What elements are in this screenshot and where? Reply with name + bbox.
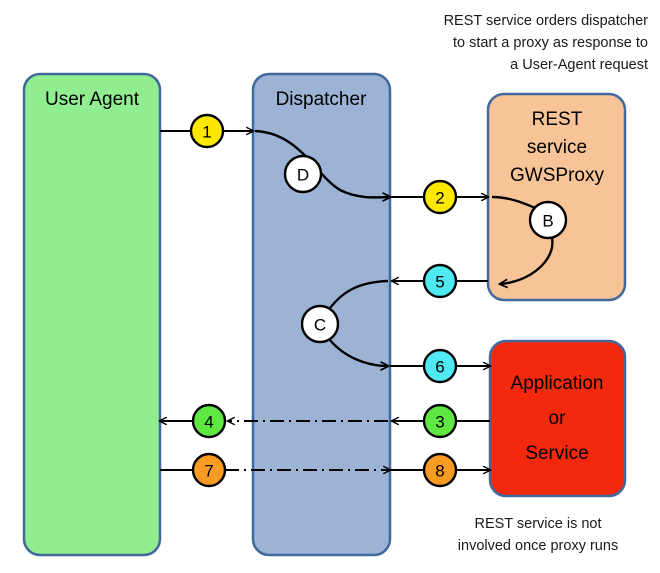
node-2-label: 2 [435,189,444,208]
node-8[interactable]: 8 [422,452,458,488]
node-7-circle [191,452,227,488]
rest-service-label-line-3: GWSProxy [510,165,604,186]
note-top-line-2: to start a proxy as response to [453,35,648,51]
node-3-circle [422,403,458,439]
node-1-circle [189,113,225,149]
node-6[interactable]: 6 [422,348,458,384]
node-7[interactable]: 7 [191,452,227,488]
node-4-circle [191,403,227,439]
connector-c-out [329,339,388,366]
node-b-label: B [542,212,553,231]
node-6-label: 6 [435,358,444,377]
connector-c-in [329,279,389,309]
application-box-shape [488,339,627,498]
user-agent-label: User Agent [45,89,140,110]
note-bottom-line-2: involved once proxy runs [458,538,618,554]
application-label-line-1: Application [511,373,604,394]
node-6-circle [422,348,458,384]
node-d[interactable]: D [283,154,323,194]
node-1[interactable]: 1 [189,113,225,149]
node-4[interactable]: 4 [191,403,227,439]
node-1-label: 1 [202,123,211,142]
node-b-circle [528,200,568,240]
rest-service-label-line-2: service [527,137,587,158]
node-5[interactable]: 5 [422,263,458,299]
node-8-circle [422,452,458,488]
note-top-line-3: a User-Agent request [510,57,648,73]
node-d-label: D [297,166,309,185]
node-3[interactable]: 3 [422,403,458,439]
dispatcher-label: Dispatcher [276,89,367,110]
node-5-label: 5 [435,273,444,292]
note-bottom: REST service is not involved once proxy … [458,516,618,554]
node-5-circle [422,263,458,299]
note-bottom-line-1: REST service is not [474,516,601,532]
box-rest-service[interactable]: REST service GWSProxy [486,92,627,302]
node-4-label: 4 [204,413,213,432]
rest-service-label-line-1: REST [532,109,583,130]
node-3-label: 3 [435,413,444,432]
node-2[interactable]: 2 [422,179,458,215]
connector-b-out [500,237,554,284]
node-c-circle [300,304,340,344]
node-c[interactable]: C [300,304,340,344]
note-top-line-1: REST service orders dispatcher [444,13,649,29]
node-c-label: C [314,316,326,335]
connector-d-curve [254,129,390,197]
note-top: REST service orders dispatcher to start … [444,13,649,73]
application-label-line-2: or [549,408,567,429]
node-d-circle [283,154,323,194]
node-b[interactable]: B [528,200,568,240]
node-7-label: 7 [204,462,213,481]
box-application[interactable]: Application or Service [488,339,627,498]
user-agent-box-shape [22,72,162,557]
box-user-agent[interactable]: User Agent [22,72,162,557]
node-8-label: 8 [435,462,444,481]
node-2-circle [422,179,458,215]
application-label-line-3: Service [525,443,588,464]
